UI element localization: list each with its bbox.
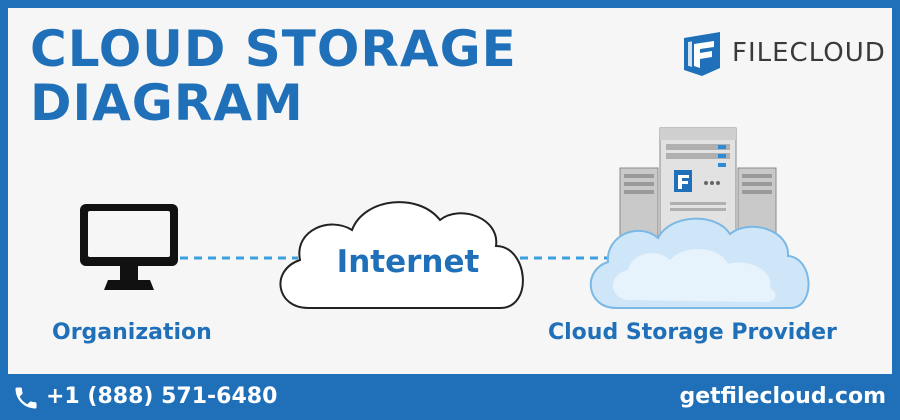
server-cloud-icon: [589, 127, 810, 309]
website-link[interactable]: getfilecloud.com: [679, 384, 887, 409]
cloud-icon: [279, 201, 524, 309]
title-line-1: CLOUD STORAGE: [30, 20, 517, 78]
filecloud-logo: FILECLOUD: [680, 30, 900, 80]
content-panel: CLOUD STORAGE DIAGRAM FILECLOUD: [8, 8, 892, 374]
page-title: CLOUD STORAGE DIAGRAM: [30, 22, 517, 130]
logo-text: FILECLOUD: [732, 38, 886, 68]
footer-bar: +1 (888) 571-6480 getfilecloud.com: [0, 376, 900, 420]
organization-label: Organization: [52, 320, 212, 345]
monitor-icon: [80, 204, 178, 290]
filecloud-logo-icon: [684, 32, 720, 76]
title-line-2: DIAGRAM: [30, 74, 304, 132]
phone-number[interactable]: +1 (888) 571-6480: [46, 384, 278, 409]
provider-label: Cloud Storage Provider: [548, 320, 837, 345]
diagram-canvas: [80, 127, 810, 309]
phone-icon: [15, 387, 37, 409]
internet-label: Internet: [336, 244, 480, 280]
